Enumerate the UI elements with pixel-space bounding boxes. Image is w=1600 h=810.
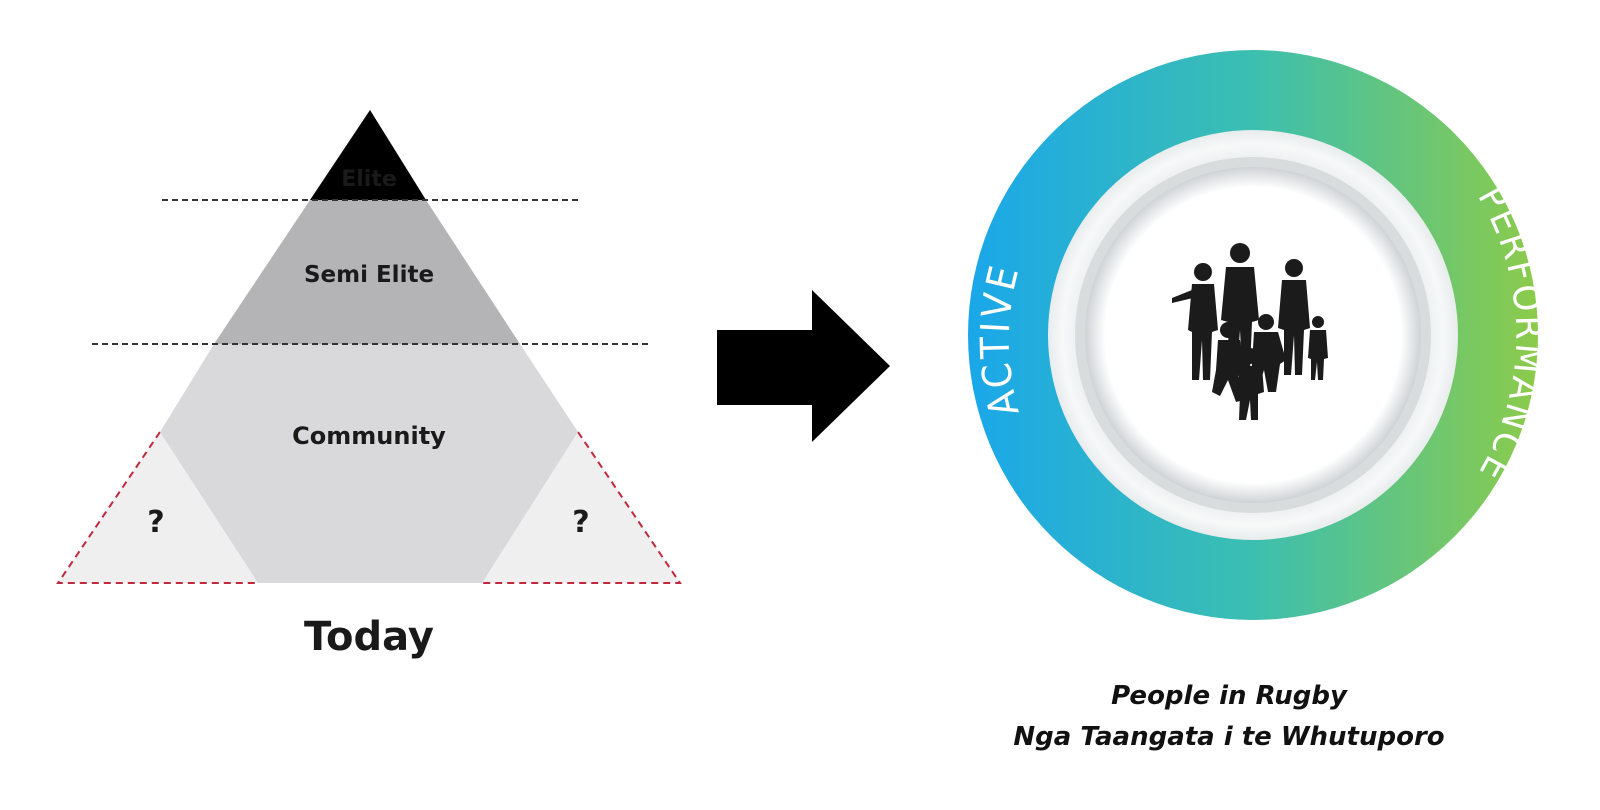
participation-ring: ACTIVE PERFORMANCE [968,50,1548,620]
caption-line-2: Nga Taangata i te Whutuporo [1013,722,1444,752]
pyramid-level-community [160,344,578,583]
pyramid: Elite Semi Elite Community ? ? Today [56,110,682,660]
gap-left-triangle [58,432,258,583]
gap-left-question: ? [147,505,164,540]
gap-right-question: ? [572,505,589,540]
pyramid-level-semi-elite [214,200,520,344]
gap-right-triangle [482,432,680,583]
label-community: Community [292,422,446,450]
today-caption: Today [304,614,434,660]
caption-line-1: People in Rugby [1111,681,1348,711]
label-semi-elite: Semi Elite [304,262,434,288]
gap-left-dashed-outline [56,431,258,584]
people-silhouette-icon [1172,243,1328,420]
label-elite: Elite [341,167,397,192]
inner-circle [1085,167,1421,503]
pyramid-level-elite [310,110,426,200]
right-arrow-icon [717,290,890,442]
gap-right-dashed-outline [482,431,682,584]
